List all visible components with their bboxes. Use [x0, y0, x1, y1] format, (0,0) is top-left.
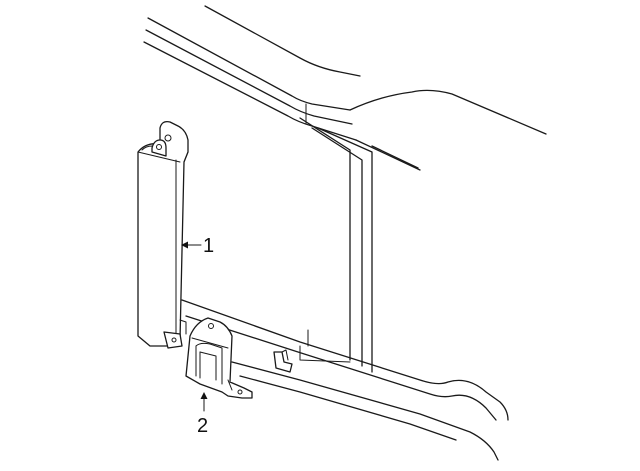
part-1-module: [137, 120, 189, 349]
callout-1-label: 1: [203, 235, 214, 257]
callout-1: 1: [181, 235, 214, 257]
vehicle-body-structure: [143, 5, 547, 461]
callout-2-arrowhead: [200, 392, 208, 399]
callout-2: 2: [197, 392, 208, 437]
callout-2-label: 2: [197, 415, 208, 437]
part-2-bracket: [185, 317, 253, 399]
callout-1-arrowhead: [181, 241, 188, 249]
